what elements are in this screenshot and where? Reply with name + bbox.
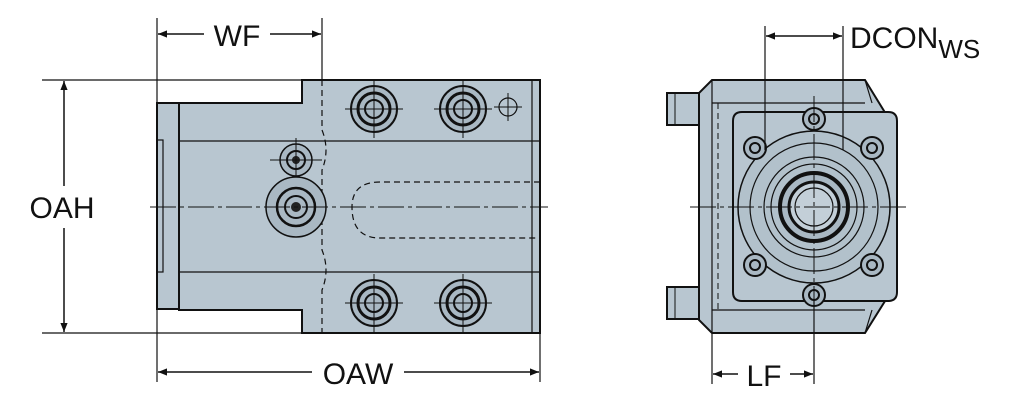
label-dcon-subscript: WS (938, 34, 980, 64)
side-view-hole-symbol (494, 93, 522, 121)
label-wf: WF (214, 20, 261, 53)
label-lf: LF (746, 360, 781, 393)
dimension-oaw: OAW (156, 309, 541, 391)
side-view-bolt (345, 80, 403, 138)
front-view-pin-bottom (666, 286, 700, 320)
dimension-lf: LF (711, 300, 815, 393)
side-view (150, 79, 548, 334)
dimension-oah: OAH (29, 79, 302, 334)
side-view-flange (156, 102, 180, 310)
dimension-dcon: DCONWS (764, 22, 980, 150)
label-oah: OAH (29, 192, 94, 225)
front-view (666, 79, 906, 334)
front-view-screw (860, 253, 884, 277)
label-oaw: OAW (323, 358, 394, 391)
side-view-bolt (345, 274, 403, 332)
label-dcon: DCONWS (850, 22, 980, 64)
front-view-screw (743, 136, 767, 160)
side-view-bolt (434, 274, 492, 332)
side-view-screw (270, 138, 322, 182)
dimension-wf: WF (156, 18, 323, 103)
side-view-flange-face (156, 139, 164, 273)
front-view-screw (743, 253, 767, 277)
front-view-screw (860, 136, 884, 160)
front-view-pin-top (666, 92, 700, 126)
side-view-bolt (434, 80, 492, 138)
